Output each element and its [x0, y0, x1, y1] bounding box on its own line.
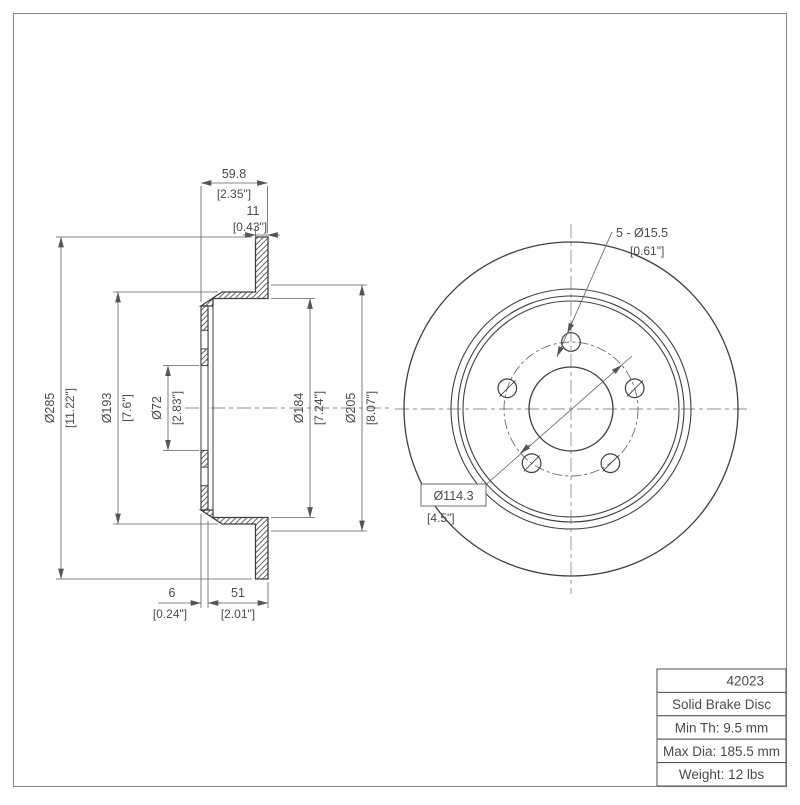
bolt-circle-callout: Ø114.3 [4.5"]	[420, 355, 633, 525]
title-row	[656, 762, 787, 787]
leader-arrow	[567, 322, 575, 334]
sheet-frame	[12, 12, 788, 788]
dim-label: 59.8	[222, 167, 246, 181]
step-diameter-circle	[450, 288, 692, 530]
dim-label-inches: [2.83"]	[170, 391, 184, 425]
dim-label: Ø184	[292, 393, 306, 424]
leader-arrow	[611, 364, 622, 375]
dim-label-inches: [8.07"]	[364, 391, 378, 425]
bolt-holes-label: 5 - Ø15.5	[616, 226, 668, 240]
section-bolt-hole-bottom	[200, 466, 209, 487]
dim-label: 51	[231, 586, 245, 600]
bolt-hole-callout: 5 - Ø15.5 [0.61"]	[556, 226, 668, 357]
leader-line	[485, 355, 633, 485]
dim-flange-diameter: Ø193 [7.6"]	[100, 291, 218, 525]
dim-label: 11	[247, 204, 260, 218]
dim-disc-thickness: 11 [0.43"]	[233, 204, 280, 242]
bolt-hole	[521, 453, 542, 474]
center-bore-circle	[528, 366, 614, 452]
bolt-circle	[503, 341, 639, 477]
tick	[626, 380, 644, 397]
dim-face-thickness-and-hat-depth: 6 [0.24"] 51 [2.01"]	[153, 514, 269, 621]
title-row	[656, 668, 787, 693]
bolt-hole	[600, 453, 621, 474]
dim-label-inches: [2.01"]	[221, 607, 255, 621]
section-top-band	[198, 236, 269, 307]
bolt-hole-ticks	[499, 380, 644, 472]
tick	[602, 455, 619, 472]
title-block: 42023 Solid Brake Disc Min Th: 9.5 mm Ma…	[656, 668, 787, 787]
weight: Weight: 12 lbs	[679, 767, 765, 782]
bolt-hole	[624, 378, 645, 399]
flange-diameter-circle	[457, 295, 685, 523]
dim-label-inches: [2.35"]	[217, 187, 251, 201]
dim-label: Ø72	[150, 396, 164, 420]
leader-arrow	[556, 345, 564, 357]
tick	[499, 380, 516, 397]
bolt-circle-label: Ø114.3	[433, 489, 473, 503]
bolt-circle-label-box	[420, 483, 487, 507]
section-bottom-band	[198, 509, 269, 580]
inner-diameter-circle	[462, 300, 680, 518]
dim-label: Ø205	[344, 393, 358, 424]
tick	[523, 455, 541, 472]
dim-outer-diameter: Ø285 [11.22"]	[43, 236, 252, 580]
leader-arrow	[520, 444, 531, 454]
dim-label-inches: [11.22"]	[63, 388, 77, 428]
description: Solid Brake Disc	[672, 697, 771, 712]
min-thickness: Min Th: 9.5 mm	[675, 720, 769, 735]
dim-label-inches: [0.43"]	[233, 220, 267, 234]
section-view: Ø285 [11.22"] Ø193 [7.6"] Ø72 [2.83"] Ø1…	[43, 167, 392, 621]
bolt-circle-label-inches: [4.5"]	[427, 511, 455, 525]
max-diameter: Max Dia: 185.5 mm	[663, 744, 780, 759]
dim-label: Ø285	[43, 393, 57, 424]
section-bolt-hole-top	[200, 329, 209, 350]
bore-cutout	[199, 365, 210, 451]
front-view: 5 - Ø15.5 [0.61"] Ø114.3 [4.5"]	[395, 224, 747, 594]
dim-label-inches: [0.24"]	[153, 607, 187, 621]
dim-inner-diameter: Ø184 [7.24"]	[271, 298, 326, 518]
part-number: 42023	[726, 674, 764, 689]
dim-label-inches: [7.24"]	[312, 391, 326, 425]
bolt-holes-label-inches: [0.61"]	[630, 244, 664, 258]
dim-label: Ø193	[100, 393, 114, 424]
dim-label-inches: [7.6"]	[120, 394, 134, 422]
dim-label: 6	[169, 586, 176, 600]
leader-line	[556, 231, 613, 357]
dim-bore-diameter: Ø72 [2.83"]	[150, 365, 199, 451]
dim-step-diameter: Ø205 [8.07"]	[271, 284, 378, 532]
outer-diameter-circle	[403, 241, 739, 577]
dim-overall-width: 59.8 [2.35"]	[200, 167, 268, 302]
bolt-hole	[497, 378, 518, 399]
